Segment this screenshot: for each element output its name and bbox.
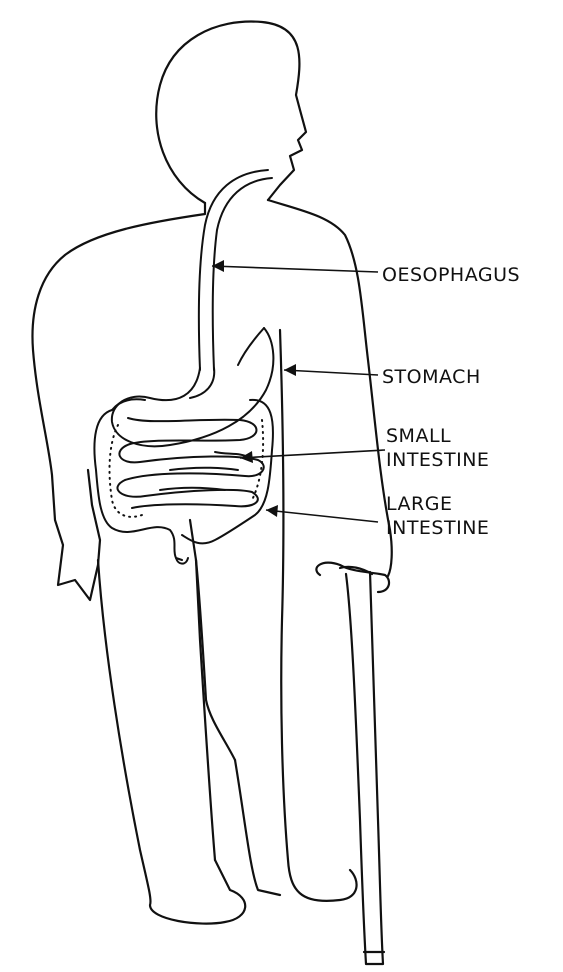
- label-stomach: STOMACH: [382, 366, 481, 388]
- label-leaders: [212, 260, 385, 522]
- oesophagus-leader: [212, 266, 378, 272]
- large-intestine-arrow-icon: [266, 505, 278, 517]
- label-large-intestine-line1: LARGE: [386, 493, 452, 515]
- walking-cane: [340, 567, 384, 964]
- small-intestine-leader: [240, 450, 385, 458]
- small-intestine: [117, 418, 263, 508]
- label-large-intestine-line2: INTESTINE: [386, 517, 489, 539]
- label-small-intestine-line1: SMALL: [386, 425, 451, 447]
- oesophagus: [199, 170, 272, 370]
- stomach-arrow-icon: [284, 364, 296, 376]
- label-small-intestine-line2: INTESTINE: [386, 449, 489, 471]
- labels: OESOPHAGUS STOMACH SMALL INTESTINE LARGE…: [382, 264, 520, 539]
- label-oesophagus: OESOPHAGUS: [382, 264, 520, 286]
- stomach-leader: [284, 370, 378, 375]
- stomach: [112, 328, 274, 446]
- body-outline: [32, 22, 391, 924]
- small-intestine-arrow-icon: [240, 451, 253, 463]
